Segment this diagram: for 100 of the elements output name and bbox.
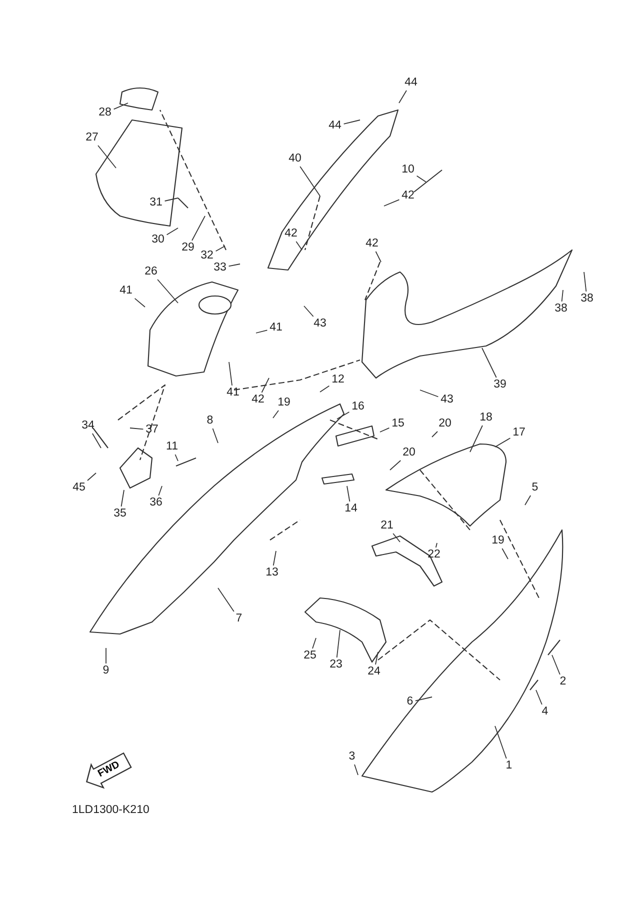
leader-line	[416, 175, 426, 182]
leader-line	[166, 228, 178, 236]
callout-number: 31	[150, 196, 162, 210]
callout-number: 11	[166, 440, 178, 454]
callout-number: 26	[144, 266, 158, 278]
callout-number: 41	[120, 284, 132, 298]
leader-line	[375, 251, 382, 262]
leader-line	[561, 290, 564, 302]
callout-number: 33	[214, 262, 226, 274]
callout-number: 1	[506, 760, 512, 772]
leader-line	[228, 362, 232, 386]
callout-number: 6	[406, 696, 414, 708]
callout-number: 18	[480, 412, 492, 424]
callout-number: 34	[82, 420, 94, 432]
callout-number: 42	[402, 190, 414, 202]
callout-number: 15	[392, 418, 404, 430]
leader-line	[336, 630, 340, 658]
callout-number: 3	[348, 750, 356, 764]
callout-number: 16	[352, 400, 364, 414]
leader-line	[470, 425, 483, 452]
leader-line	[346, 486, 350, 502]
leader-line	[380, 427, 390, 432]
leader-line	[432, 431, 438, 438]
callout-number: 19	[492, 534, 504, 548]
callout-number: 7	[236, 612, 242, 626]
leader-line	[218, 588, 234, 612]
drawing-code: 1LD1300-K210	[72, 804, 150, 816]
leader-line	[92, 433, 102, 448]
callout-number: 14	[344, 502, 358, 516]
callout-number: 35	[114, 508, 126, 520]
callout-number: 21	[380, 520, 394, 532]
callout-number: 43	[440, 394, 454, 406]
leader-line	[354, 764, 358, 776]
callout-number: 25	[304, 650, 316, 662]
callout-number: 19	[278, 396, 290, 410]
leader-line	[120, 490, 124, 507]
leader-line	[98, 145, 116, 168]
leader-line	[174, 454, 178, 462]
leader-line	[552, 654, 560, 675]
leader-line	[256, 330, 268, 334]
callout-number: 17	[512, 426, 526, 440]
leader-line	[482, 348, 497, 378]
callout-number: 28	[98, 106, 112, 120]
callout-number: 4	[542, 706, 548, 718]
callout-number: 41	[226, 386, 240, 400]
leader-line	[584, 272, 587, 292]
leader-line	[134, 298, 146, 308]
leader-line	[87, 472, 96, 481]
leader-line	[375, 652, 378, 665]
leader-line	[212, 428, 218, 444]
leader-line	[502, 548, 508, 560]
callout-number: 5	[532, 482, 538, 494]
leader-line	[536, 690, 542, 705]
callout-number: 39	[494, 378, 506, 392]
leader-line	[272, 410, 279, 418]
leader-line	[296, 241, 302, 250]
leader-line	[435, 542, 438, 548]
leader-line	[130, 428, 144, 430]
leader-line	[157, 279, 178, 304]
callout-number: 36	[150, 496, 162, 510]
callout-number: 8	[206, 414, 214, 428]
callout-number: 41	[270, 322, 282, 334]
callout-number: 12	[332, 374, 344, 386]
callout-number: 38	[554, 302, 568, 316]
callout-number: 9	[102, 664, 110, 678]
callout-number: 44	[404, 76, 418, 90]
leader-line	[215, 246, 226, 252]
callout-number: 24	[368, 666, 380, 678]
callout-number: 2	[560, 676, 566, 688]
callout-number: 27	[86, 132, 98, 144]
leader-line	[392, 533, 400, 542]
leader-line	[261, 378, 270, 393]
leader-line	[300, 166, 320, 196]
callout-number: 29	[182, 242, 194, 254]
callout-number: 42	[284, 228, 298, 240]
leader-line	[494, 438, 511, 448]
leader-line	[398, 90, 407, 104]
callout-number: 40	[288, 152, 302, 166]
leader-line	[312, 638, 316, 649]
leader-line	[158, 486, 162, 496]
leader-line	[164, 198, 178, 202]
leader-line	[524, 495, 532, 506]
leader-line	[272, 550, 276, 566]
callout-number: 20	[402, 446, 416, 460]
callout-number: 10	[402, 164, 414, 176]
leader-line	[414, 696, 432, 702]
leader-line	[384, 199, 400, 206]
leader-line	[228, 264, 240, 267]
leader-line	[304, 306, 314, 317]
leader-line	[113, 102, 128, 110]
callout-number: 20	[438, 418, 452, 430]
callout-number: 30	[152, 234, 164, 246]
leader-line	[390, 460, 402, 470]
callout-number: 44	[328, 120, 342, 132]
leader-line	[494, 726, 507, 759]
callout-number: 22	[428, 548, 440, 562]
callout-number: 13	[266, 566, 278, 580]
callout-number: 42	[252, 394, 264, 406]
callout-number: 32	[200, 250, 214, 262]
leader-line	[336, 412, 350, 420]
